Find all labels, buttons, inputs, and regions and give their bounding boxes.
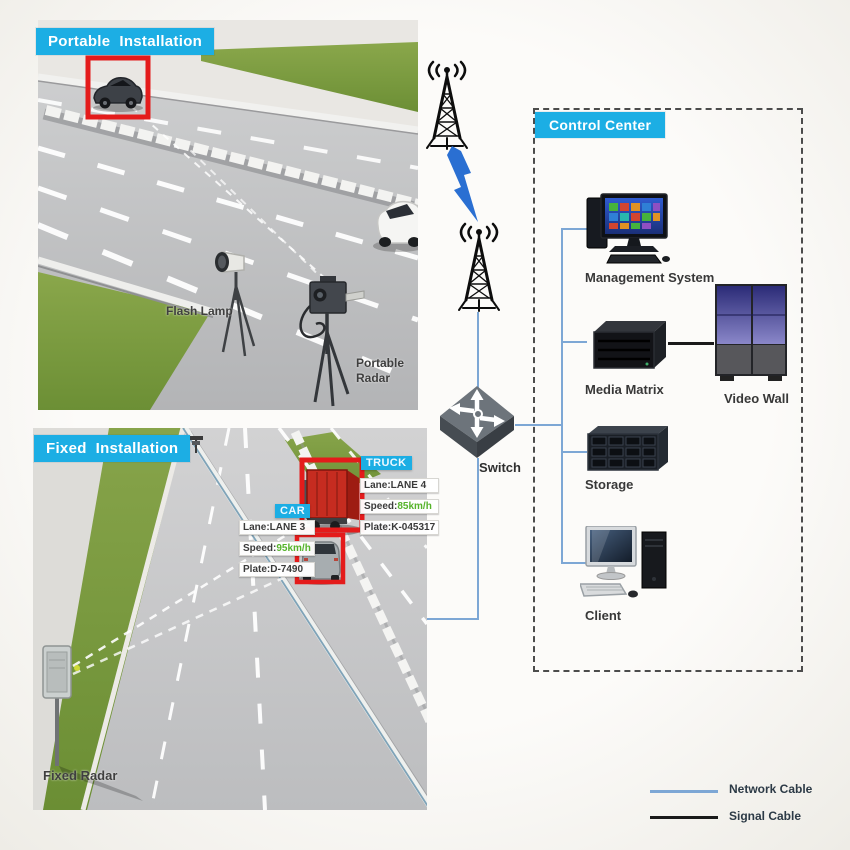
fixed-installation-image: Fixed Installation TRUCK Lane:LANE 4 Spe… <box>33 428 440 810</box>
grass-top-right <box>201 42 418 112</box>
legend-network-cable-swatch <box>650 790 718 793</box>
lightning-bolt-icon <box>447 146 478 222</box>
portable-radar-device <box>299 276 365 407</box>
cable-switch-down <box>477 458 479 620</box>
car-lane-row: Lane:LANE 3 <box>239 520 315 535</box>
portable-installation-image: Portable Installation Flash Lamp Portabl… <box>36 20 418 410</box>
branch-client <box>561 562 587 564</box>
fixed-radar-device <box>42 645 143 801</box>
video-wall-icon <box>715 284 787 381</box>
detection-box-truck <box>299 457 365 533</box>
cable-antenna-to-switch <box>477 312 479 396</box>
switch-label: Switch <box>479 460 521 475</box>
truck-lane-row: Lane:LANE 4 <box>360 478 440 493</box>
car-info: Lane:LANE 3 Speed:95km/h Plate:D-7490 <box>239 520 315 577</box>
car-plate-row: Plate:D-7490 <box>239 562 315 577</box>
media-matrix-label: Media Matrix <box>585 382 664 397</box>
legend-signal-cable-swatch <box>650 816 718 819</box>
legend-signal-cable-label: Signal Cable <box>729 809 802 823</box>
portable-road-scene <box>38 20 418 410</box>
antenna-tower-bottom-icon <box>458 222 500 312</box>
detection-box-car <box>294 532 346 585</box>
branch-management <box>561 228 587 230</box>
client-label: Client <box>585 608 622 623</box>
branch-media-matrix <box>561 341 587 343</box>
fixed-radar-label: Fixed Radar <box>43 768 118 783</box>
truck-tag: TRUCK <box>361 456 412 470</box>
switch-icon <box>440 386 514 458</box>
storage-icon <box>587 426 668 471</box>
video-wall-label: Video Wall <box>724 391 790 406</box>
grass-median <box>43 428 185 810</box>
portable-radar-label: Portable Radar <box>356 356 405 385</box>
guardrail <box>182 428 427 808</box>
client-icon <box>580 526 667 598</box>
truck-plate-row: Plate:K-045317 <box>360 520 440 535</box>
legend-network-cable-label: Network Cable <box>729 782 813 796</box>
truck-info: Lane:LANE 4 Speed:85km/h Plate:K-045317 <box>360 478 440 535</box>
control-center-trunk-cable <box>561 228 563 564</box>
cable-switch-to-control-center <box>515 424 562 426</box>
media-matrix-icon <box>593 321 666 369</box>
car-tag: CAR <box>275 504 311 518</box>
portable-installation-title: Portable Installation <box>36 28 215 55</box>
radar-beam <box>123 99 337 289</box>
management-system-label: Management System <box>585 270 715 285</box>
car-speed-row: Speed:95km/h <box>239 541 315 556</box>
detection-box-portable-car <box>85 55 151 120</box>
signal-cable-media-to-videowall <box>668 342 714 345</box>
median-barrier <box>44 105 418 209</box>
antenna-tower-top-icon <box>426 60 468 150</box>
control-center-title: Control Center <box>535 112 666 138</box>
fixed-installation-title: Fixed Installation <box>34 435 191 462</box>
gantry-camera <box>189 436 203 453</box>
dark-car <box>93 77 143 112</box>
management-system-icon <box>586 193 670 264</box>
flash-lamp-label: Flash Lamp <box>166 304 233 318</box>
truck-speed-row: Speed:85km/h <box>360 499 440 514</box>
branch-storage <box>561 451 587 453</box>
storage-label: Storage <box>585 477 634 492</box>
flash-lamp <box>215 251 256 357</box>
white-car <box>373 200 418 252</box>
control-center-box <box>533 108 803 672</box>
cable-to-fixed-installation <box>427 618 479 620</box>
